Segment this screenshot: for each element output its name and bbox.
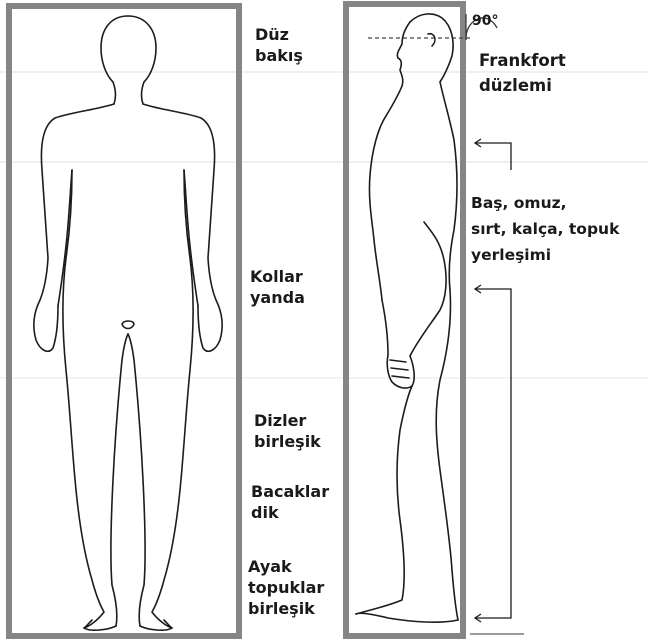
label-arms-line2: yanda — [250, 287, 305, 308]
label-arms-line1: Kollar — [250, 266, 305, 287]
side-view-frame — [346, 4, 463, 636]
label-frankfort: Frankfort düzlemi — [479, 48, 566, 98]
label-alignment-line1: Baş, omuz, — [471, 190, 619, 216]
label-arms: Kollar yanda — [250, 266, 305, 308]
label-alignment: Baş, omuz, sırt, kalça, topuk yerleşimi — [471, 190, 619, 268]
side-body-outline — [356, 14, 458, 622]
label-gaze-line1: Düz — [255, 24, 303, 45]
label-alignment-line2: sırt, kalça, topuk — [471, 216, 619, 242]
label-alignment-line3: yerleşimi — [471, 242, 619, 268]
front-body-outline — [34, 16, 222, 630]
label-legs-line2: dik — [251, 502, 329, 523]
label-heels-line1: Ayak — [248, 556, 324, 577]
label-knees: Dizler birleşik — [254, 410, 321, 452]
label-heels-line3: birleşik — [248, 598, 324, 619]
label-gaze-line2: bakış — [255, 45, 303, 66]
label-heels-line2: topuklar — [248, 577, 324, 598]
label-heels: Ayak topuklar birleşik — [248, 556, 324, 619]
label-legs: Bacaklar dik — [251, 481, 329, 523]
angle-label: 90° — [472, 12, 498, 30]
label-frankfort-line2: düzlemi — [479, 73, 566, 98]
label-legs-line1: Bacaklar — [251, 481, 329, 502]
front-view-frame — [9, 6, 239, 636]
label-knees-line2: birleşik — [254, 431, 321, 452]
label-knees-line1: Dizler — [254, 410, 321, 431]
label-gaze: Düz bakış — [255, 24, 303, 66]
label-frankfort-line1: Frankfort — [479, 48, 566, 73]
